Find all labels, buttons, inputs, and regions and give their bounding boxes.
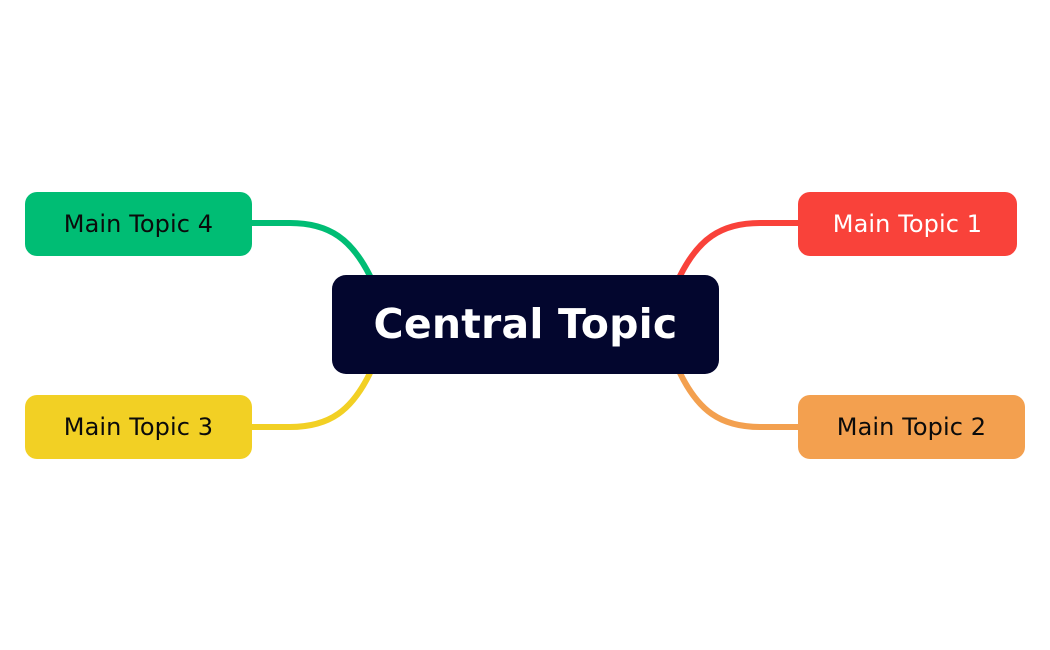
connector-topic-1: [677, 220, 801, 279]
central-topic-node[interactable]: Central Topic: [332, 275, 719, 374]
connector-topic-2: [677, 370, 801, 430]
branch-label-topic-2: Main Topic 2: [836, 413, 987, 441]
branch-node-topic-1[interactable]: Main Topic 1: [798, 192, 1017, 256]
branch-label-topic-1: Main Topic 1: [832, 210, 983, 238]
connector-topic-4: [249, 220, 373, 279]
central-topic-label: Central Topic: [373, 300, 678, 348]
branch-node-topic-2[interactable]: Main Topic 2: [798, 395, 1025, 459]
branch-node-topic-4[interactable]: Main Topic 4: [25, 192, 252, 256]
connector-topic-3: [249, 370, 373, 430]
branch-label-topic-3: Main Topic 3: [63, 413, 214, 441]
branch-node-topic-3[interactable]: Main Topic 3: [25, 395, 252, 459]
branch-label-topic-4: Main Topic 4: [63, 210, 214, 238]
